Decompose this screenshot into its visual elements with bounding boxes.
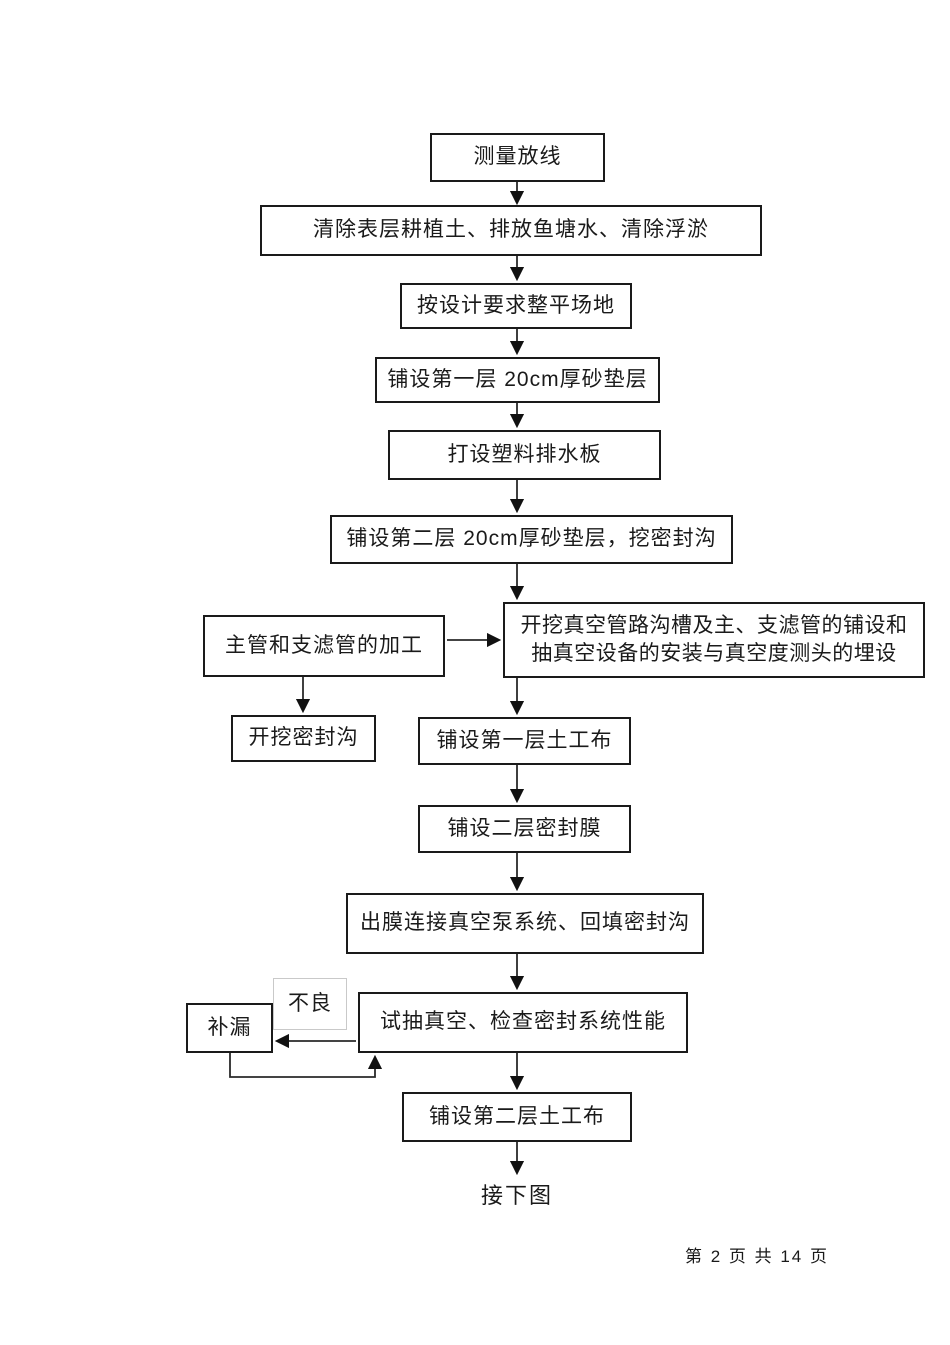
node-first-geotextile: 铺设第一层土工布 xyxy=(418,717,631,765)
label-defect: 不良 xyxy=(273,978,347,1030)
node-survey: 测量放线 xyxy=(430,133,605,182)
node-second-sand-layer: 铺设第二层 20cm厚砂垫层，挖密封沟 xyxy=(330,515,733,564)
node-sealing-membrane: 铺设二层密封膜 xyxy=(418,805,631,853)
node-plastic-drain-boards: 打设塑料排水板 xyxy=(388,430,661,480)
node-vacuum-pipe-trench: 开挖真空管路沟槽及主、支滤管的铺设和 抽真空设备的安装与真空度测头的埋设 xyxy=(503,602,925,678)
node-second-geotextile: 铺设第二层土工布 xyxy=(402,1092,632,1142)
node-pipe-processing: 主管和支滤管的加工 xyxy=(203,615,445,677)
continuation-label: 接下图 xyxy=(480,1183,553,1208)
node-repair-leak: 补漏 xyxy=(186,1003,273,1053)
node-first-sand-layer: 铺设第一层 20cm厚砂垫层 xyxy=(375,357,660,403)
page-footer: 第 2 页 共 14 页 xyxy=(685,1247,829,1266)
node-clear-surface: 清除表层耕植土、排放鱼塘水、清除浮淤 xyxy=(260,205,762,256)
node-connect-vacuum-pump: 出膜连接真空泵系统、回填密封沟 xyxy=(346,893,704,954)
node-trial-vacuum: 试抽真空、检查密封系统性能 xyxy=(358,992,688,1053)
node-level-site: 按设计要求整平场地 xyxy=(400,283,632,329)
node-dig-sealing-trench: 开挖密封沟 xyxy=(231,715,376,762)
